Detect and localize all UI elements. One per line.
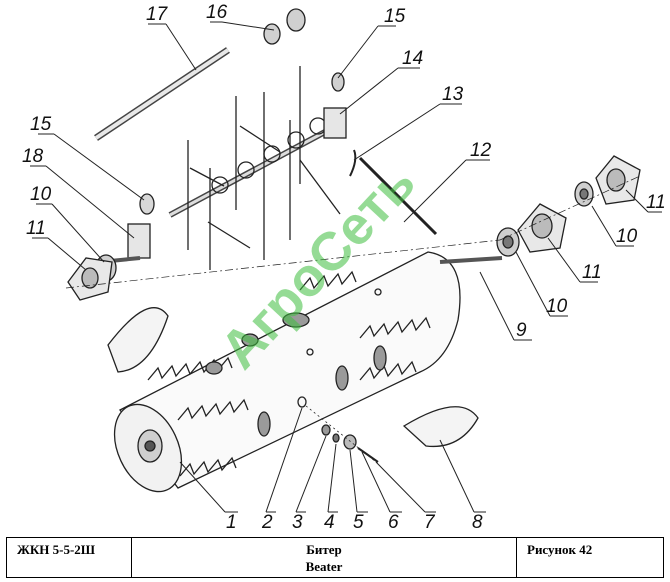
part-name-en: Beater (305, 559, 343, 574)
beater-exploded-diagram: АгроСеть 1 2 3 4 5 6 7 8 9 10 10 10 11 1… (22, 2, 666, 533)
callout-16: 16 (206, 2, 228, 23)
right-bearing-group (358, 155, 641, 264)
callout-13: 13 (442, 84, 464, 105)
figure-number: Рисунок 42 (527, 542, 593, 557)
callout-8: 8 (472, 512, 483, 533)
side-covers (107, 307, 479, 448)
drawing-code: ЖКН 5-5-2Ш (7, 538, 132, 577)
callout-11-right-lower: 11 (582, 262, 602, 283)
callout-14: 14 (402, 48, 423, 69)
callout-2: 2 (261, 512, 273, 533)
callout-10-right-lower: 10 (546, 296, 568, 317)
beater-shaft-assembly (127, 66, 347, 270)
callout-5: 5 (353, 512, 364, 533)
top-parts (94, 8, 357, 177)
callout-1: 1 (226, 512, 237, 533)
callout-10-left: 10 (30, 184, 52, 205)
callout-4: 4 (324, 512, 335, 533)
callout-9: 9 (516, 320, 527, 341)
leader-lines (30, 21, 662, 513)
part-name-ru: Битер (306, 542, 342, 557)
callout-6: 6 (388, 512, 399, 533)
left-bearing-group (67, 193, 155, 301)
callout-17: 17 (146, 4, 169, 25)
beater-drum (113, 251, 461, 493)
callout-12: 12 (470, 140, 492, 161)
callout-10-right-upper: 10 (616, 226, 638, 247)
callout-7: 7 (424, 512, 436, 533)
callout-numbers: 1 2 3 4 5 6 7 8 9 10 10 10 11 11 11 12 1… (22, 2, 666, 533)
fastener-hardware (297, 396, 379, 463)
part-name: Битер Beater (132, 538, 517, 577)
callout-11-right-upper: 11 (646, 192, 666, 213)
callout-11-left: 11 (26, 218, 46, 239)
title-block: ЖКН 5-5-2Ш Битер Beater Рисунок 42 (6, 537, 664, 578)
callout-3: 3 (292, 512, 303, 533)
callout-18: 18 (22, 146, 44, 167)
callout-15-top: 15 (384, 6, 406, 27)
callout-15-left: 15 (30, 114, 52, 135)
